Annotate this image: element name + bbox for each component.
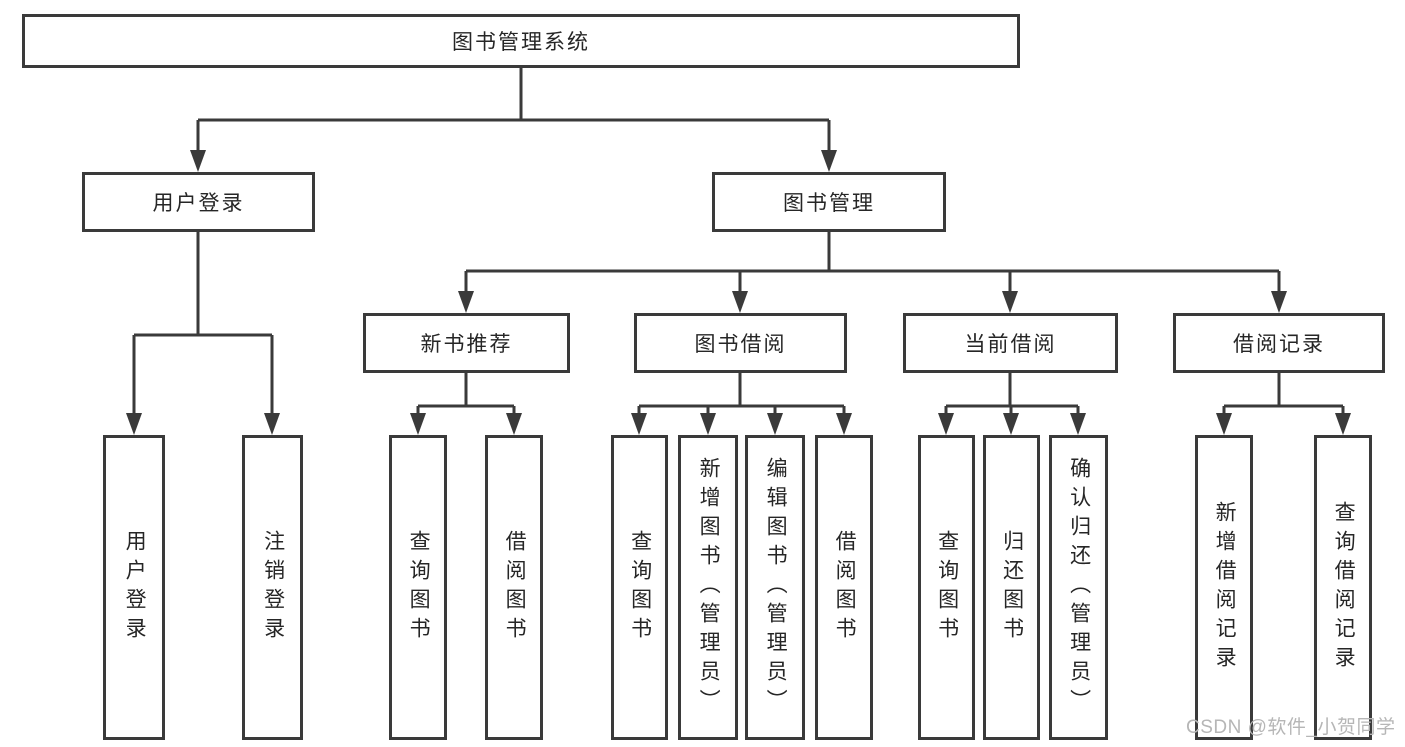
node-new-book-recommend-label: 新书推荐 — [420, 333, 513, 356]
node-book-management-label: 图书管理 — [783, 192, 875, 215]
node-root: 图书管理系统 — [22, 14, 1020, 68]
arrowhead-icon — [410, 413, 426, 435]
arrowhead-icon — [700, 413, 716, 435]
arrowhead-icon — [190, 150, 206, 172]
leaf-logout-label: 注销登录 — [261, 529, 285, 646]
arrowhead-icon — [732, 291, 748, 313]
arrowhead-icon — [1216, 413, 1232, 435]
node-current-borrow: 当前借阅 — [903, 313, 1118, 373]
leaf-user-login: 用户登录 — [103, 435, 165, 740]
arrowhead-icon — [1070, 413, 1086, 435]
leaf-query-borrow-record: 查询借阅记录 — [1314, 435, 1372, 740]
arrowhead-icon — [264, 413, 280, 435]
node-user-login-label: 用户登录 — [152, 192, 245, 215]
leaf-borrow-books-recommend: 借阅图书 — [485, 435, 543, 740]
csdn-watermark: CSDN @软件_小贺同学 — [1186, 717, 1396, 738]
arrowhead-icon — [1002, 291, 1018, 313]
arrowhead-icon — [938, 413, 954, 435]
arrowhead-icon — [836, 413, 852, 435]
leaf-query-books-current: 查询图书 — [918, 435, 975, 740]
node-user-login: 用户登录 — [82, 172, 315, 232]
leaf-add-book-admin-label: 新增图书（管理员） — [697, 457, 721, 718]
leaf-query-books-recommend: 查询图书 — [389, 435, 447, 740]
leaf-add-borrow-record: 新增借阅记录 — [1195, 435, 1253, 740]
arrowhead-icon — [1335, 413, 1351, 435]
arrowhead-icon — [126, 413, 142, 435]
arrowhead-icon — [1003, 413, 1019, 435]
edge-group-user-login — [126, 232, 280, 435]
arrowhead-icon — [631, 413, 647, 435]
node-root-label: 图书管理系统 — [452, 31, 590, 54]
arrowhead-icon — [767, 413, 783, 435]
leaf-edit-book-admin-label: 编辑图书（管理员） — [764, 457, 788, 718]
leaf-query-books-borrow-label: 查询图书 — [628, 529, 652, 646]
leaf-borrow-books-recommend-label: 借阅图书 — [503, 529, 527, 646]
leaf-add-borrow-record-label: 新增借阅记录 — [1213, 500, 1237, 675]
leaf-add-book-admin: 新增图书（管理员） — [678, 435, 738, 740]
node-book-borrow-label: 图书借阅 — [694, 333, 787, 356]
leaf-query-books-current-label: 查询图书 — [935, 529, 959, 646]
edge-group-borrow-records — [1216, 373, 1351, 435]
leaf-query-books-recommend-label: 查询图书 — [407, 529, 431, 646]
leaf-confirm-return-admin: 确认归还（管理员） — [1049, 435, 1108, 740]
edge-group-book-management — [458, 232, 1287, 313]
leaf-query-borrow-record-label: 查询借阅记录 — [1332, 500, 1356, 675]
node-new-book-recommend: 新书推荐 — [363, 313, 570, 373]
leaf-return-book-label: 归还图书 — [1000, 529, 1024, 646]
leaf-user-login-label: 用户登录 — [123, 529, 147, 646]
node-book-borrow: 图书借阅 — [634, 313, 847, 373]
node-current-borrow-label: 当前借阅 — [964, 333, 1057, 356]
leaf-logout: 注销登录 — [242, 435, 303, 740]
arrowhead-icon — [1271, 291, 1287, 313]
edge-group-book-borrow — [631, 373, 852, 435]
node-borrow-records-label: 借阅记录 — [1233, 333, 1325, 356]
arrowhead-icon — [458, 291, 474, 313]
edge-group-current-borrow — [938, 373, 1086, 435]
node-borrow-records: 借阅记录 — [1173, 313, 1385, 373]
leaf-edit-book-admin: 编辑图书（管理员） — [745, 435, 805, 740]
leaf-return-book: 归还图书 — [983, 435, 1040, 740]
leaf-borrow-books: 借阅图书 — [815, 435, 873, 740]
leaf-query-books-borrow: 查询图书 — [611, 435, 668, 740]
arrowhead-icon — [506, 413, 522, 435]
leaf-borrow-books-label: 借阅图书 — [833, 529, 857, 646]
leaf-confirm-return-admin-label: 确认归还（管理员） — [1067, 457, 1091, 718]
node-book-management: 图书管理 — [712, 172, 946, 232]
edge-group-root — [190, 68, 837, 172]
arrowhead-icon — [821, 150, 837, 172]
edge-group-new-book-recommend — [410, 373, 522, 435]
